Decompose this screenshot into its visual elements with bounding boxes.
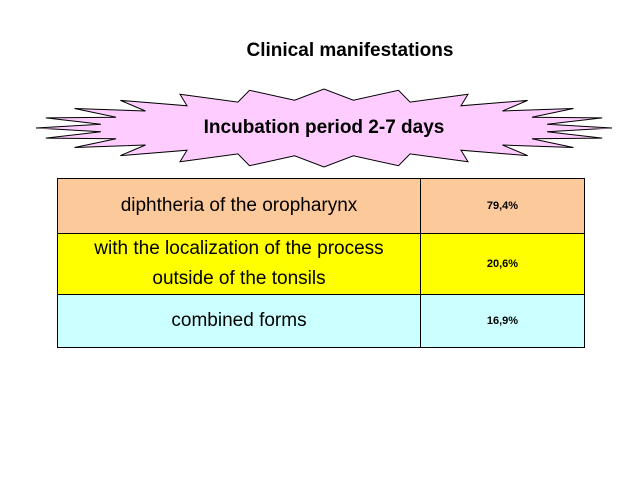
form-cell: combined forms xyxy=(57,294,421,348)
slide-title: Clinical manifestations xyxy=(246,40,454,61)
banner-starburst xyxy=(34,88,614,168)
percentage-value: 79,4% xyxy=(486,200,519,212)
table-row: diphtheria of the oropharynx 79,4% xyxy=(57,178,585,234)
percentage-value: 20,6% xyxy=(486,258,519,270)
percentage-cell: 16,9% xyxy=(420,294,585,348)
manifestations-table: diphtheria of the oropharynx 79,4% with … xyxy=(57,178,585,348)
percentage-cell: 79,4% xyxy=(420,178,585,234)
table-row: combined forms 16,9% xyxy=(57,294,585,348)
form-label-line: outside of the tonsils xyxy=(152,268,326,289)
form-label: combined forms xyxy=(171,310,307,331)
starburst-shape xyxy=(35,88,613,168)
form-label-line: with the localization of the process xyxy=(94,238,384,259)
percentage-cell: 20,6% xyxy=(420,233,585,295)
form-cell: with the localization of the process out… xyxy=(57,233,421,295)
form-cell: diphtheria of the oropharynx xyxy=(57,178,421,234)
form-label: diphtheria of the oropharynx xyxy=(120,195,358,216)
percentage-value: 16,9% xyxy=(486,315,519,327)
starburst-polygon xyxy=(35,88,613,168)
table-row: with the localization of the process out… xyxy=(57,233,585,295)
banner-text: Incubation period 2-7 days xyxy=(203,117,445,138)
